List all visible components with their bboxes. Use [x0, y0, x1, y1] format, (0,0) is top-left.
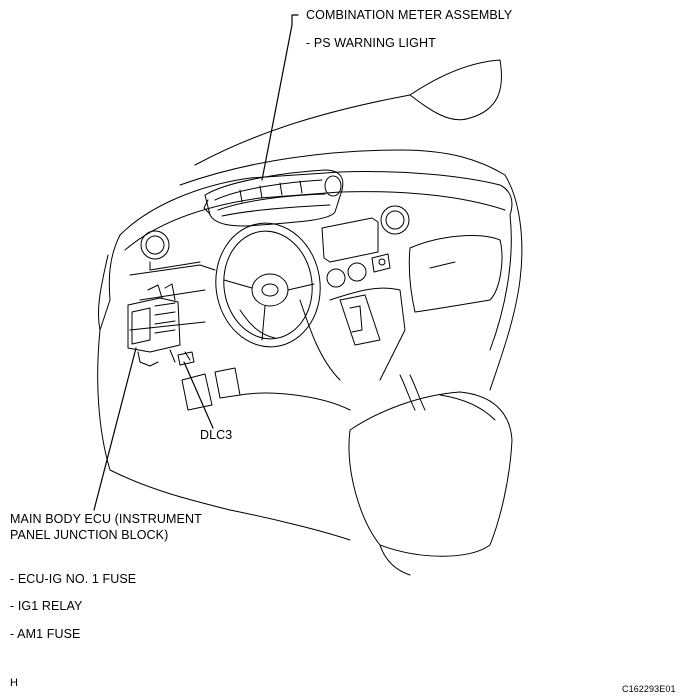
center-console-box — [349, 392, 512, 575]
dlc3-connector-illustration — [178, 352, 194, 365]
label-ps-warning-light: - PS WARNING LIGHT — [306, 36, 436, 50]
label-ecu-ig-fuse: - ECU-IG NO. 1 FUSE — [10, 572, 137, 586]
center-console-display — [141, 206, 409, 287]
leader-combination-meter — [262, 15, 298, 180]
dashboard-outline — [109, 172, 522, 390]
combination-meter-illustration — [204, 170, 343, 226]
leader-dlc3 — [184, 362, 213, 428]
glove-box — [409, 236, 502, 312]
leader-lines — [94, 15, 298, 510]
steering-wheel — [208, 216, 328, 353]
label-dlc3: DLC3 — [200, 428, 233, 442]
instrument-panel-lower — [130, 262, 405, 380]
label-ig1-relay: - IG1 RELAY — [10, 599, 83, 613]
figure-code: C162293E01 — [622, 684, 676, 694]
floor-outline — [98, 255, 350, 540]
label-combination-meter: COMBINATION METER ASSEMBLY — [306, 8, 513, 22]
shift-console — [340, 295, 425, 410]
label-main-body-ecu-line2: PANEL JUNCTION BLOCK) — [10, 528, 169, 542]
label-am1-fuse: - AM1 FUSE — [10, 627, 81, 641]
pedals — [182, 368, 240, 410]
windshield-outline — [180, 60, 505, 185]
corner-letter: H — [10, 677, 19, 689]
label-main-body-ecu-line1: MAIN BODY ECU (INSTRUMENT — [10, 512, 202, 526]
main-body-ecu-illustration — [128, 284, 190, 366]
leader-main-body-ecu — [94, 348, 136, 510]
